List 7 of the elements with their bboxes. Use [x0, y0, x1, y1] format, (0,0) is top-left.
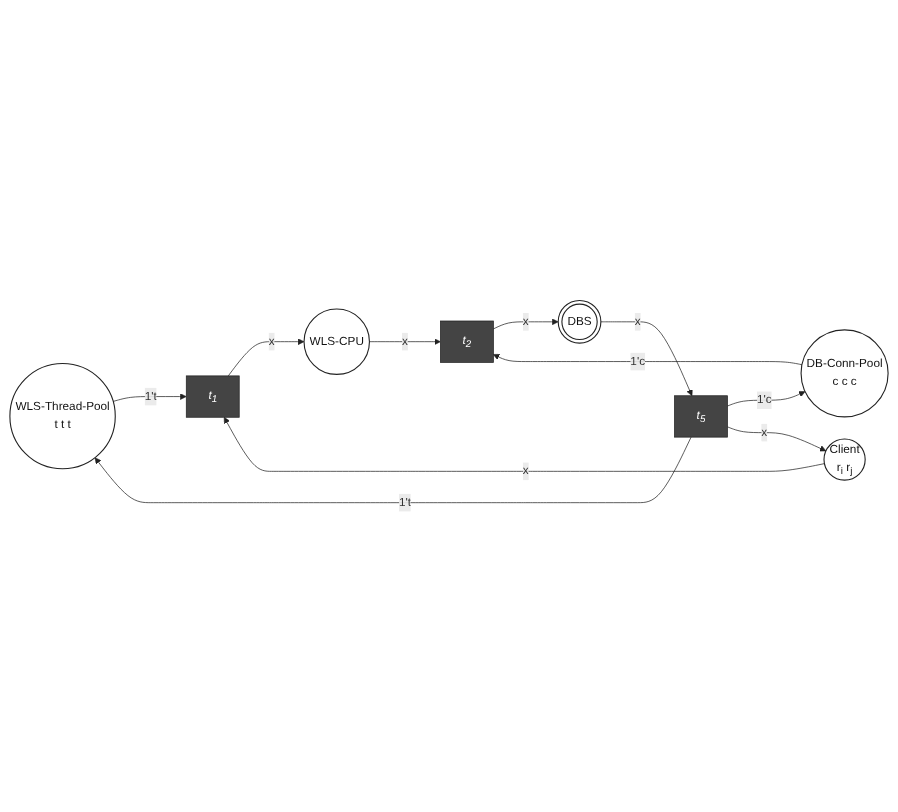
node-circle: [823, 438, 866, 481]
node-box: [185, 375, 240, 418]
node-box: [440, 320, 494, 363]
node-circle: [800, 329, 889, 418]
node-box: [674, 395, 728, 438]
node-circle: [303, 308, 370, 375]
node-circle: [9, 362, 116, 470]
